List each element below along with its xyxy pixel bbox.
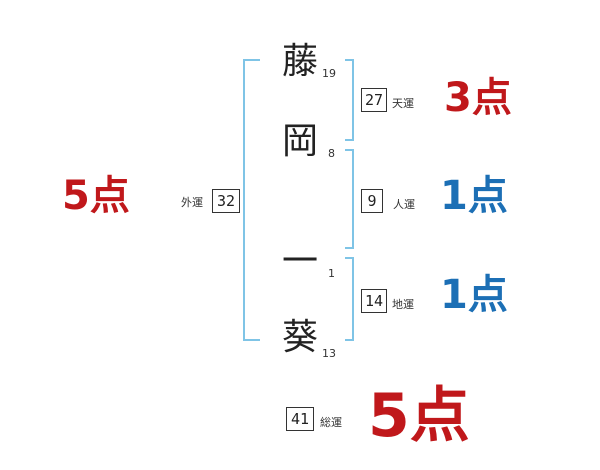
stroke-count-4: 13 (322, 347, 336, 360)
chi-value-box: 14 (361, 289, 387, 313)
ten-score: 3点 (444, 75, 512, 121)
stroke-count-1: 19 (322, 67, 336, 80)
name-char-2: 岡 (282, 121, 319, 162)
gai-score: 5点 (62, 173, 130, 219)
so-score: 5点 (368, 381, 470, 451)
name-char-4: 葵 (282, 317, 319, 358)
gai-value-box: 32 (212, 189, 240, 213)
so-label: 総運 (320, 416, 342, 429)
stroke-count-2: 8 (328, 147, 335, 160)
jin-label: 人運 (393, 198, 415, 211)
jin-bracket (345, 149, 354, 249)
chi-bracket (345, 257, 354, 341)
ten-bracket (345, 59, 354, 141)
name-char-3: 一 (282, 241, 319, 282)
jin-value-box: 9 (361, 189, 383, 213)
stroke-count-3: 1 (328, 267, 335, 280)
ten-value-box: 27 (361, 88, 387, 112)
chi-score: 1点 (440, 272, 508, 318)
name-char-1: 藤 (282, 41, 319, 82)
so-value-box: 41 (286, 407, 314, 431)
jin-score: 1点 (440, 173, 508, 219)
outer-bracket (243, 59, 260, 341)
chi-label: 地運 (392, 298, 414, 311)
gai-label: 外運 (181, 196, 203, 209)
ten-label: 天運 (392, 97, 414, 110)
